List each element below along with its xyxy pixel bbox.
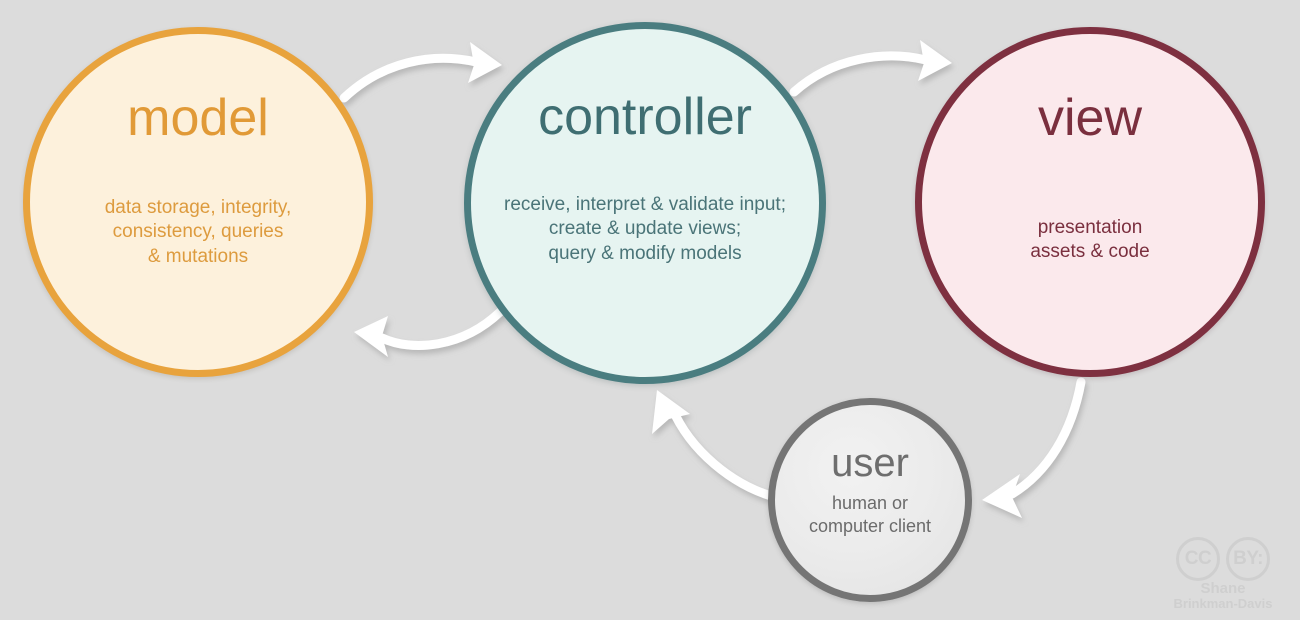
node-user[interactable]: user human or computer client [768, 398, 972, 602]
node-controller-description: receive, interpret & validate input; cre… [504, 193, 786, 266]
node-view-description: presentation assets & code [1030, 216, 1149, 265]
author-name-first: Shane [1200, 579, 1246, 597]
node-model[interactable]: model data storage, integrity, consisten… [23, 27, 373, 377]
node-model-description: data storage, integrity, consistency, qu… [105, 196, 292, 269]
node-model-description-line: & mutations [147, 245, 249, 267]
node-view-description-line: presentation [1037, 217, 1143, 238]
node-user-description-line: computer client [808, 516, 932, 537]
cc-badge-group[interactable]: CC BY: [1176, 536, 1270, 581]
node-view-title: view [1037, 89, 1143, 147]
creative-commons-icon[interactable]: CC [1176, 536, 1220, 581]
node-controller[interactable]: controller receive, interpret & validate… [464, 22, 826, 384]
node-user-description: human or computer client [809, 492, 931, 538]
author-name-last: Brinkman-Davis [1173, 596, 1273, 612]
arrow-view-to-user [982, 377, 1086, 518]
arrow-controller-to-view [789, 40, 952, 97]
node-user-description-line: human or [831, 493, 909, 513]
node-model-description-line: consistency, queries [112, 221, 284, 243]
cc-by-icon[interactable]: BY: [1226, 536, 1270, 581]
node-controller-description-line: create & update views; [548, 218, 742, 240]
node-user-title: user [831, 441, 909, 485]
node-controller-title: controller [538, 88, 752, 146]
arrow-model-to-controller [339, 42, 502, 103]
node-model-title: model [127, 89, 269, 147]
license-credit: CC BY: Shane Brinkman-Davis [1158, 536, 1288, 612]
node-view-description-line: assets & code [1030, 241, 1150, 263]
node-controller-description-line: receive, interpret & validate input; [504, 194, 786, 215]
node-controller-description-line: query & modify models [548, 242, 742, 264]
arrow-user-to-controller [652, 390, 783, 503]
arrow-controller-to-model [354, 307, 505, 357]
node-view[interactable]: view presentation assets & code [915, 27, 1265, 377]
node-model-description-line: data storage, integrity, [104, 197, 292, 218]
